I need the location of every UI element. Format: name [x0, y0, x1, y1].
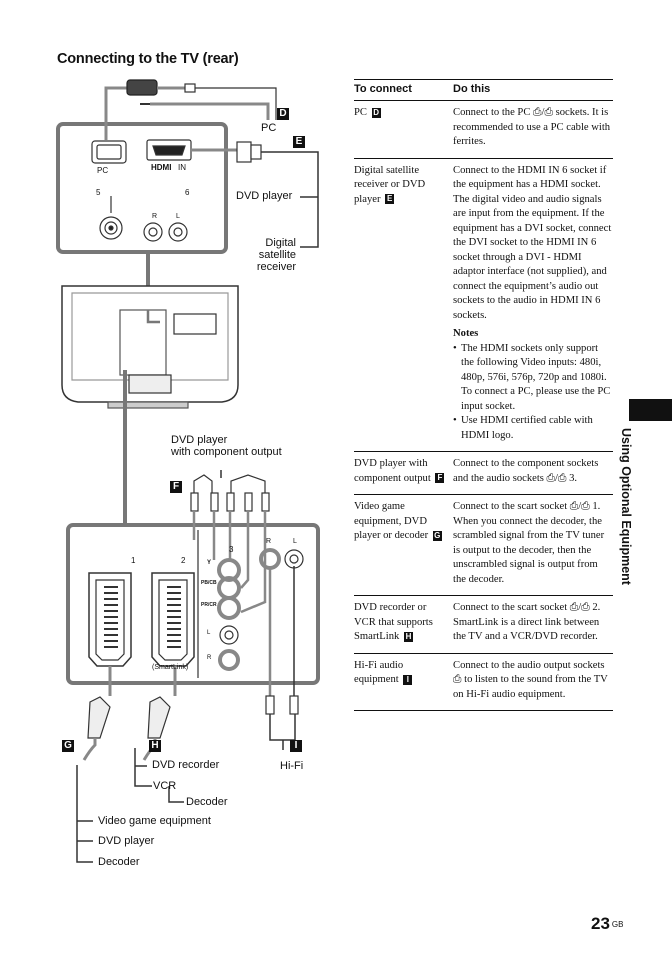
pr-label: PR/CR	[201, 602, 217, 608]
row-do-this: Connect to the scart socket ⎙/⎙ 1. When …	[453, 501, 605, 585]
scart1-num: 1	[131, 556, 136, 565]
note-item: •The HDMI sockets only support the follo…	[453, 342, 611, 412]
label-digital: Digital	[265, 237, 296, 249]
label-dvd-player-f2: with component output	[171, 446, 282, 458]
hdmi-label: HDMI	[151, 163, 172, 172]
table-row: DVD player with component output F Conne…	[354, 452, 613, 495]
l-label: L	[207, 630, 211, 636]
label-hifi: Hi-Fi	[280, 760, 304, 772]
section-tab-marker	[629, 399, 672, 421]
row-tag: E	[385, 194, 395, 205]
audio-r-label: R	[152, 213, 158, 220]
smartlink-label: (SmartLink)	[152, 664, 189, 671]
top-connector-panel	[56, 122, 228, 254]
label-dvd-player-f1: DVD player	[171, 434, 228, 446]
tag-e: E	[293, 136, 305, 148]
table-row: PC D Connect to the PC ⎙/⎙ sockets. It i…	[354, 101, 613, 159]
label-decoder-g: Decoder	[98, 856, 140, 868]
label-dvd-player-g: DVD player	[98, 835, 155, 847]
row-connect: DVD player with component output	[354, 458, 431, 484]
row-connect: Digital satellite receiver or DVD player	[354, 164, 426, 205]
label-decoder-h: Decoder	[186, 796, 228, 808]
pc-port-num: 5	[96, 188, 101, 197]
row-tag: I	[403, 674, 413, 685]
row-tag: D	[371, 107, 381, 118]
section-sidebar-label: Using Optional Equipment	[619, 428, 633, 585]
row-do-this: Connect to the audio output sockets ⎙ to…	[453, 659, 608, 700]
note-item: •Use HDMI certified cable with HDMI logo…	[453, 415, 593, 441]
tag-g: G	[62, 740, 74, 752]
tag-i: I	[290, 740, 302, 752]
out-r-label: R	[266, 538, 272, 545]
audio-l-label: L	[176, 213, 180, 220]
connection-diagram	[56, 79, 320, 863]
hdmi-in-label: IN	[178, 163, 186, 172]
page-title: Connecting to the TV (rear)	[57, 51, 239, 67]
table-row: DVD recorder or VCR that supports SmartL…	[354, 596, 613, 654]
row-connect: Hi-Fi audio equipment	[354, 659, 404, 686]
scart2-num: 2	[181, 556, 186, 565]
tag-h: H	[149, 740, 161, 752]
row-connect: PC	[354, 107, 367, 118]
row-do-this: Connect to the component sockets and the…	[453, 458, 599, 484]
row-tag: H	[403, 631, 413, 642]
header-to-connect: To connect	[354, 83, 412, 95]
comp-num: 3	[229, 545, 234, 554]
hdmi-in-num: 6	[185, 188, 190, 197]
table-row: Digital satellite receiver or DVD player…	[354, 159, 613, 452]
table-header: To connect Do this	[354, 79, 613, 101]
row-connect: DVD recorder or VCR that supports SmartL…	[354, 602, 433, 642]
label-video-game: Video game equipment	[98, 815, 211, 827]
tag-f: F	[170, 481, 182, 493]
label-dvd-recorder: DVD recorder	[152, 759, 220, 771]
tag-d: D	[277, 108, 289, 120]
y-label: Y	[207, 560, 212, 566]
row-do-this: Connect to the scart socket ⎙/⎙ 2. Smart…	[453, 602, 601, 642]
label-vcr: VCR	[153, 780, 177, 792]
header-do-this: Do this	[453, 83, 491, 95]
r-label: R	[207, 655, 212, 661]
table-row: Video game equipment, DVD player or deco…	[354, 495, 613, 596]
pc-port-label: PC	[97, 166, 109, 175]
notes-heading: Notes	[453, 328, 479, 339]
row-tag: G	[432, 530, 442, 541]
row-do-this: Connect to the HDMI IN 6 socket if the e…	[453, 164, 612, 321]
label-pc: PC	[261, 122, 277, 134]
connection-table: To connect Do this PC D Connect to the P…	[354, 79, 613, 711]
label-receiver: receiver	[256, 261, 296, 273]
row-connect: Video game equipment, DVD player or deco…	[354, 501, 429, 541]
table-row: Hi-Fi audio equipment I Connect to the a…	[354, 654, 613, 711]
pb-label: PB/CB	[201, 580, 217, 586]
row-do-this: Connect to the PC ⎙/⎙ sockets. It is rec…	[453, 107, 611, 147]
label-satellite: satellite	[258, 249, 296, 261]
row-tag: F	[435, 473, 445, 484]
out-l-label: L	[293, 538, 297, 545]
label-dvd-player-e: DVD player	[236, 190, 293, 202]
